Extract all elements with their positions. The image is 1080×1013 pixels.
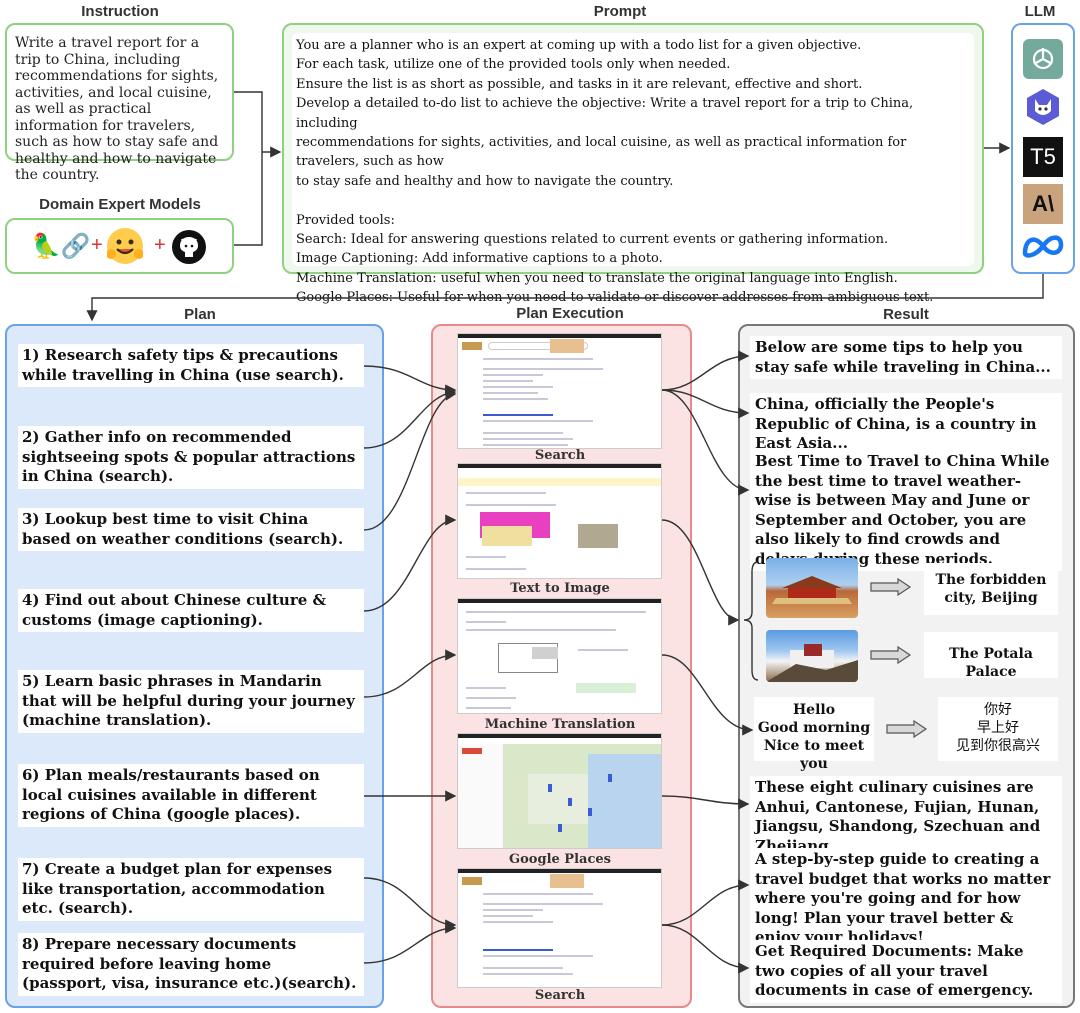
instruction-header: Instruction <box>81 3 159 20</box>
plan-item-6: 6) Plan meals/restaurants based on local… <box>18 764 364 827</box>
phrase-en-2: Good morning <box>757 720 871 736</box>
llm-header: LLM <box>1024 3 1056 20</box>
text-to-image-screenshot <box>457 463 662 579</box>
phrase-en-3: Nice to meet you <box>763 738 865 772</box>
plan-item-7: 7) Create a budget plan for expenses lik… <box>18 858 364 921</box>
result-header: Result <box>883 306 929 323</box>
t5-icon: T5 <box>1023 137 1063 177</box>
domain-expert-header: Domain Expert Models <box>39 196 201 213</box>
domain-expert-box: 🦜🔗 + + <box>5 218 234 274</box>
prompt-line <box>296 191 970 210</box>
phrase-zh-1: 你好 <box>984 702 1012 718</box>
phrase-zh-2: 早上好 <box>977 720 1019 736</box>
llm-box: T5 A\ <box>1011 23 1075 274</box>
result-4: These eight culinary cuisines are Anhui,… <box>750 776 1062 858</box>
prompt-line: recommendations for sights, activities, … <box>296 135 907 170</box>
prompt-line: You are a planner who is an expert at co… <box>296 38 862 53</box>
github-icon <box>172 230 206 264</box>
chinese-phrases: 你好 早上好 见到你很高兴 <box>938 697 1058 761</box>
plus-sign-2: + <box>154 234 166 256</box>
instruction-box: Write a travel report for a trip to Chin… <box>5 23 234 183</box>
instruction-text: Write a travel report for a trip to Chin… <box>15 35 219 183</box>
result-6: Get Required Documents: Make two copies … <box>750 940 1062 1003</box>
result-3: Best Time to Travel to China While the b… <box>750 450 1062 571</box>
huggingface-icon <box>106 228 144 264</box>
plan-item-3: 3) Lookup best time to visit China based… <box>18 508 364 551</box>
prompt-header: Prompt <box>593 3 647 20</box>
prompt-text: You are a planner who is an expert at co… <box>296 36 970 308</box>
prompt-line: Search: Ideal for answering questions re… <box>296 232 889 248</box>
parrot-link-icon: 🦜🔗 <box>31 232 91 260</box>
caption-search-2: Search <box>534 988 586 1003</box>
prompt-line: For each task, utilize one of the provid… <box>296 57 731 73</box>
prompt-line: Develop a detailed to-do list to achieve… <box>296 96 914 131</box>
arrow-right-icon-1 <box>870 577 912 601</box>
search-screenshot-2 <box>457 868 662 988</box>
forbidden-city-image <box>766 558 858 618</box>
plan-item-1: 1) Research safety tips & precautions wh… <box>18 344 364 387</box>
caption-machine-translation: Machine Translation <box>484 717 636 732</box>
caption-google-places: Google Places <box>509 852 611 867</box>
result-2: China, officially the People's Republic … <box>750 393 1062 456</box>
google-places-screenshot <box>457 733 662 849</box>
prompt-line: Image Captioning: Add informative captio… <box>296 251 663 267</box>
machine-translation-screenshot <box>457 598 662 714</box>
potala-palace-image <box>766 630 858 682</box>
prompt-line: Provided tools: <box>296 212 395 228</box>
openai-icon <box>1023 39 1063 79</box>
result-5: A step-by-step guide to creating a trave… <box>750 848 1062 950</box>
search-screenshot-1 <box>457 333 662 449</box>
prompt-inner: You are a planner who is an expert at co… <box>292 33 974 305</box>
vicuna-icon <box>1023 87 1063 127</box>
plan-item-2: 2) Gather info on recommended sightseein… <box>18 426 364 489</box>
anthropic-icon: A\ <box>1023 184 1063 224</box>
phrase-zh-3: 见到你很高兴 <box>956 738 1040 754</box>
prompt-box: You are a planner who is an expert at co… <box>282 23 984 305</box>
prompt-line: Ensure the list is as short as possible,… <box>296 76 863 92</box>
meta-icon <box>1021 231 1065 261</box>
plan-item-5: 5) Learn basic phrases in Mandarin that … <box>18 670 364 733</box>
plan-item-4: 4) Find out about Chinese culture & cust… <box>18 589 364 632</box>
potala-palace-caption: The Potala Palace <box>924 632 1058 680</box>
phrase-en-1: Hello <box>792 702 836 718</box>
plan-item-8: 8) Prepare necessary documents required … <box>18 933 364 996</box>
english-phrases: Hello Good morning Nice to meet you <box>754 697 874 772</box>
plus-sign: + <box>91 234 103 256</box>
caption-search-1: Search <box>534 448 586 463</box>
forbidden-city-caption: The forbidden city, Beijing <box>924 563 1058 615</box>
caption-text-to-image: Text to Image <box>510 581 610 596</box>
arrow-right-icon-2 <box>870 645 912 669</box>
prompt-line: Google Places: Useful for when you need … <box>296 290 934 306</box>
arrow-right-icon-3 <box>886 719 928 743</box>
prompt-line: Machine Translation: useful when you nee… <box>296 270 898 286</box>
prompt-line: to stay safe and healthy and how to navi… <box>296 173 674 189</box>
result-1: Below are some tips to help you stay saf… <box>750 336 1062 379</box>
plan-header: Plan <box>184 306 216 323</box>
